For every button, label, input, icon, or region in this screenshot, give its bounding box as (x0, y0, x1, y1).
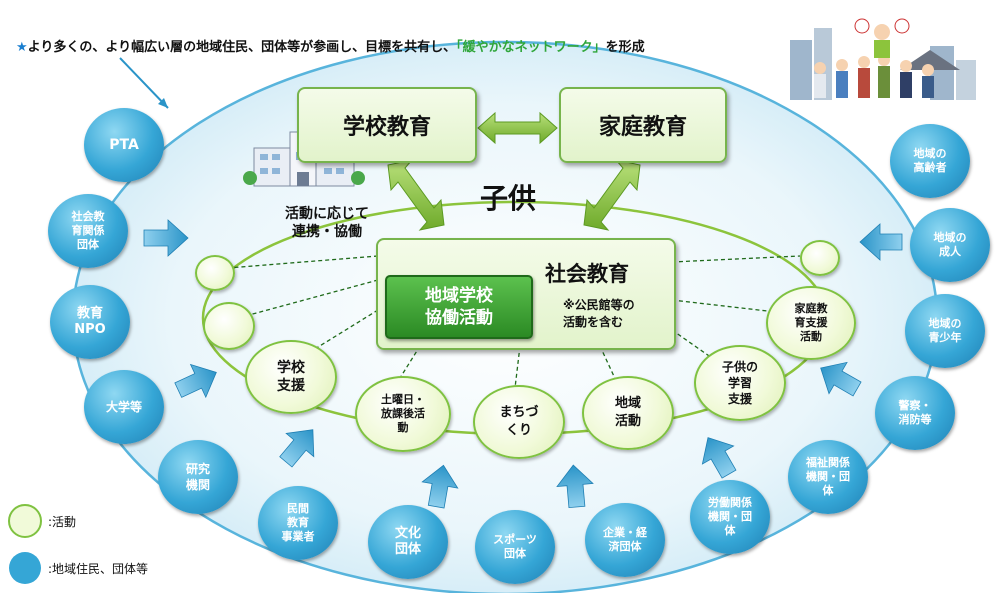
blue-arrows (143, 219, 903, 509)
star-mark: ★ (16, 40, 28, 55)
home-education-box: 家庭教育 (559, 87, 727, 163)
org-koreisha: 地域の高齢者 (890, 124, 970, 198)
chiiki-gakko-box: 地域学校 協働活動 (385, 275, 533, 339)
org-pta: PTA (84, 108, 164, 182)
org-shakai-kyoiku: 社会教育関係団体 (48, 194, 128, 268)
social-education-title: 社会教育 (545, 262, 629, 286)
org-kenkyu: 研究機関 (158, 440, 238, 514)
double-arrow-home-social (583, 159, 641, 231)
org-sports: スポーツ団体 (475, 510, 555, 584)
org-kigyo: 企業・経済団体 (585, 503, 665, 577)
home-education-label: 家庭教育 (598, 115, 687, 140)
activity-circle-empty (203, 302, 255, 350)
header-text: ★より多くの、より幅広い層の地域住民、団体等が参画し、目標を共有し、「緩やかなネ… (16, 36, 645, 55)
school-education-label: 学校教育 (342, 115, 431, 140)
double-arrow-school-social (387, 159, 445, 231)
chiiki-line2: 協働活動 (425, 308, 493, 328)
header-text-after: を形成 (605, 40, 645, 55)
header-highlight: 「緩やかなネットワーク」 (456, 40, 606, 55)
header-pointer (119, 57, 169, 109)
activity-gakko-shien: 学校支援 (245, 340, 337, 414)
renkei-line1: 活動に応じて (285, 206, 369, 222)
legend-activity-swatch (8, 504, 42, 538)
social-note-line2: 活動を含む (563, 315, 624, 329)
org-keisatsu: 警察・消防等 (875, 376, 955, 450)
activity-kodomo-gakushu: 子供の学習支援 (694, 345, 786, 421)
header-text-before: より多くの、より幅広い層の地域住民、団体等が参画し、目標を共有し、 (27, 40, 457, 55)
org-bunka: 文化団体 (368, 505, 448, 579)
legend-org-label: :地域住民、団体等 (48, 562, 149, 576)
renkei-line2: 連携・協働 (292, 224, 362, 240)
social-note-line1: ※公民館等の (563, 298, 635, 312)
school-education-box: 学校教育 (297, 87, 477, 163)
chiiki-line1: 地域学校 (425, 286, 493, 306)
renkei-label: 活動に応じて 連携・協働 (285, 205, 369, 241)
org-seijin: 地域の成人 (910, 208, 990, 282)
activity-circle-empty (195, 255, 235, 291)
activity-katei-shien: 家庭教育支援活動 (766, 286, 856, 360)
kodomo-label: 子供 (480, 182, 537, 215)
legend-org-swatch (9, 552, 41, 584)
dashed-connectors (227, 255, 801, 389)
community-people-icon (790, 18, 976, 100)
activity-chiiki-katsudo: 地域活動 (582, 376, 674, 450)
org-seishonen: 地域の青少年 (905, 294, 985, 368)
double-arrow-school-home (477, 111, 558, 145)
activity-circle-empty (800, 240, 840, 276)
org-minkan: 民間教育事業者 (258, 486, 338, 560)
legend-activity-label: :活動 (48, 515, 77, 529)
social-education-note: ※公民館等の 活動を含む (563, 297, 635, 331)
org-fukushi: 福祉関係機関・団体 (788, 440, 868, 514)
activity-machizukuri: まちづくり (473, 385, 565, 459)
org-rodo: 労働関係機関・団体 (690, 480, 770, 554)
activity-donichi-hokago: 土曜日・放課後活動 (355, 376, 451, 452)
org-daigaku: 大学等 (84, 370, 164, 444)
